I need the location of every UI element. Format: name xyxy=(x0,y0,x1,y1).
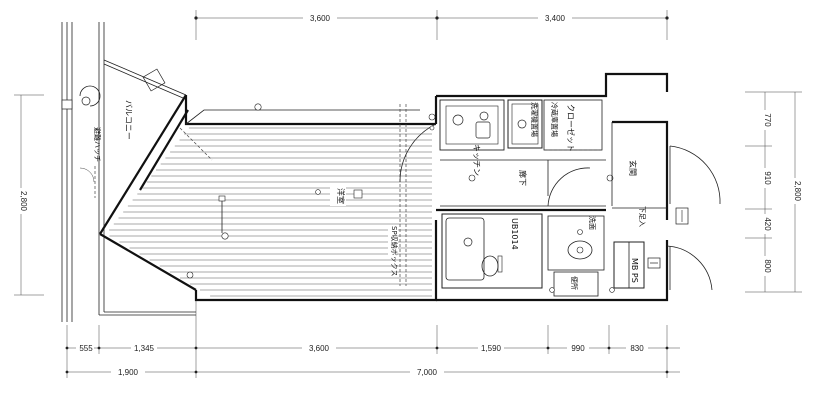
right-dimension-lines: 770 910 420 800 2,800 xyxy=(745,91,802,293)
label-shoe-box: 下足入 xyxy=(638,206,646,227)
dim-bottom-6: 830 xyxy=(630,344,644,353)
dim-bottom-1: 555 xyxy=(79,344,93,353)
floor-planking xyxy=(109,127,432,297)
dim-bottom-total-1: 1,900 xyxy=(118,368,139,377)
label-fridge-space: 冷蔵庫置場 xyxy=(550,102,559,137)
label-evac-hatch: 避難ハッチ xyxy=(93,127,102,162)
balcony: バルコニー 避難ハッチ xyxy=(61,22,197,322)
dim-right-total: 2,800 xyxy=(793,181,802,202)
label-closet: クローゼット xyxy=(566,104,576,152)
label-balcony: バルコニー xyxy=(124,100,133,140)
entrance-area: 玄関 下足入 xyxy=(611,120,721,227)
dim-right-3: 420 xyxy=(763,217,772,231)
label-toilet: 便所 xyxy=(570,276,579,290)
dim-bottom-4: 1,590 xyxy=(481,344,502,353)
kitchen-area: 洗濯機置場 冷蔵庫置場 クローゼット キッチン 廊下 xyxy=(428,72,669,207)
left-dimension-line: 2,800 xyxy=(14,94,44,296)
label-storage-note: SP収納ボックス xyxy=(390,226,399,276)
dim-top-1: 3,600 xyxy=(310,14,331,23)
top-dimension-line: 3,600 3,400 xyxy=(194,10,669,40)
wet-area: UB1014 洗面 便所 MB PS xyxy=(436,208,713,302)
label-unit-bath: UB1014 xyxy=(510,218,519,250)
label-mb-ps: MB PS xyxy=(630,258,639,283)
label-washer-space: 洗濯機置場 xyxy=(530,102,539,137)
label-entrance: 玄関 xyxy=(628,160,638,176)
bottom-dimension-lines: 555 1,345 3,600 1,590 990 830 1,900 7,00… xyxy=(65,300,680,378)
dim-bottom-3: 3,600 xyxy=(309,344,330,353)
label-western-room: 洋室 xyxy=(336,188,346,204)
label-washroom: 洗面 xyxy=(588,216,597,230)
dim-bottom-2: 1,345 xyxy=(134,344,155,353)
western-room: 洋室 SP収納ボックス xyxy=(109,95,438,302)
dim-right-1: 770 xyxy=(763,113,772,127)
dim-bottom-total-2: 7,000 xyxy=(417,368,438,377)
label-corridor: 廊下 xyxy=(518,170,528,186)
dim-right-4: 800 xyxy=(763,259,772,273)
dim-bottom-5: 990 xyxy=(571,344,585,353)
dim-left-total: 2,800 xyxy=(19,191,28,212)
dim-top-2: 3,400 xyxy=(545,14,566,23)
dim-right-2: 910 xyxy=(763,171,772,185)
